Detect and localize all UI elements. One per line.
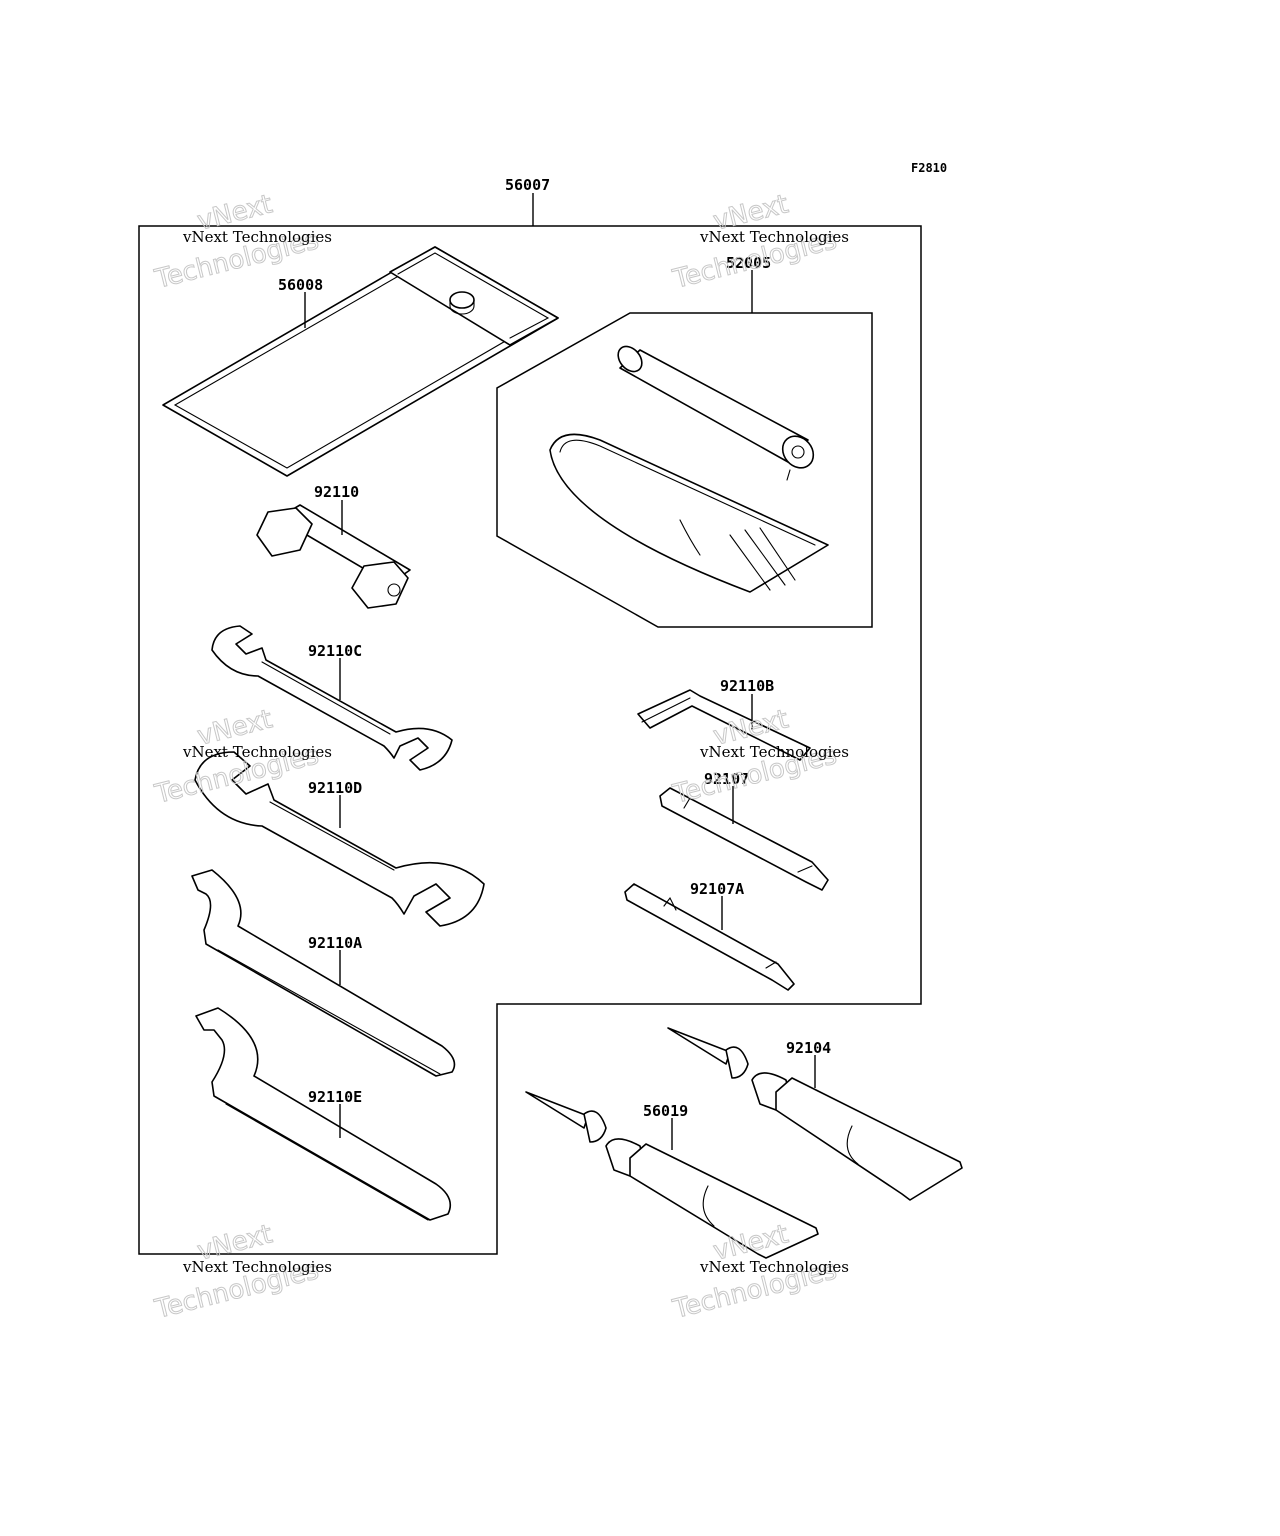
svg-text:vNext Technologies: vNext Technologies xyxy=(182,228,332,246)
svg-text:vNext Technologies: vNext Technologies xyxy=(182,743,332,761)
grease-tube-92104 xyxy=(667,1027,963,1201)
label-92110a: 92110A xyxy=(308,934,362,952)
screwdriver-92107a xyxy=(624,883,795,991)
label-92110b: 92110B xyxy=(720,677,774,695)
label-92107a: 92107A xyxy=(690,880,744,898)
label-52005: 52005 xyxy=(726,254,771,272)
hook-wrench-92110e xyxy=(195,1007,452,1221)
reference-code: F2810 xyxy=(911,161,947,175)
watermark-2: vNext Technologies vNext Technologies xyxy=(669,189,849,296)
label-92107: 92107 xyxy=(704,770,749,788)
label-56008: 56008 xyxy=(278,276,323,294)
tool-pouch xyxy=(162,246,559,477)
svg-text:vNext Technologies: vNext Technologies xyxy=(699,743,849,761)
label-92104: 92104 xyxy=(786,1039,831,1057)
label-56019: 56019 xyxy=(643,1102,688,1120)
wrench-92110c xyxy=(211,625,453,771)
wrench-92110d xyxy=(194,751,485,927)
hex-key xyxy=(637,689,811,761)
svg-text:vNext Technologies: vNext Technologies xyxy=(699,228,849,246)
plug-wrench xyxy=(256,504,411,609)
grease-tube-56019 xyxy=(525,1091,819,1259)
label-92110e: 92110E xyxy=(308,1088,362,1106)
watermark-6: vNext Technologies vNext Technologies xyxy=(669,1219,849,1326)
patch-bag xyxy=(549,433,829,593)
label-92110: 92110 xyxy=(314,483,359,501)
kit-outline xyxy=(138,225,922,1255)
hook-wrench-92110a xyxy=(191,869,456,1077)
label-92110c: 92110C xyxy=(308,642,362,660)
repair-kit-outline xyxy=(496,312,873,628)
svg-text:vNext Technologies: vNext Technologies xyxy=(182,1258,332,1276)
label-92110d: 92110D xyxy=(308,779,362,797)
repair-tool xyxy=(617,345,815,481)
watermark-5: vNext Technologies vNext Technologies xyxy=(151,1219,332,1326)
watermark-4: vNext Technologies vNext Technologies xyxy=(669,704,849,811)
label-56007: 56007 xyxy=(505,176,550,194)
screwdriver-92107 xyxy=(659,787,829,891)
svg-text:vNext Technologies: vNext Technologies xyxy=(699,1258,849,1276)
